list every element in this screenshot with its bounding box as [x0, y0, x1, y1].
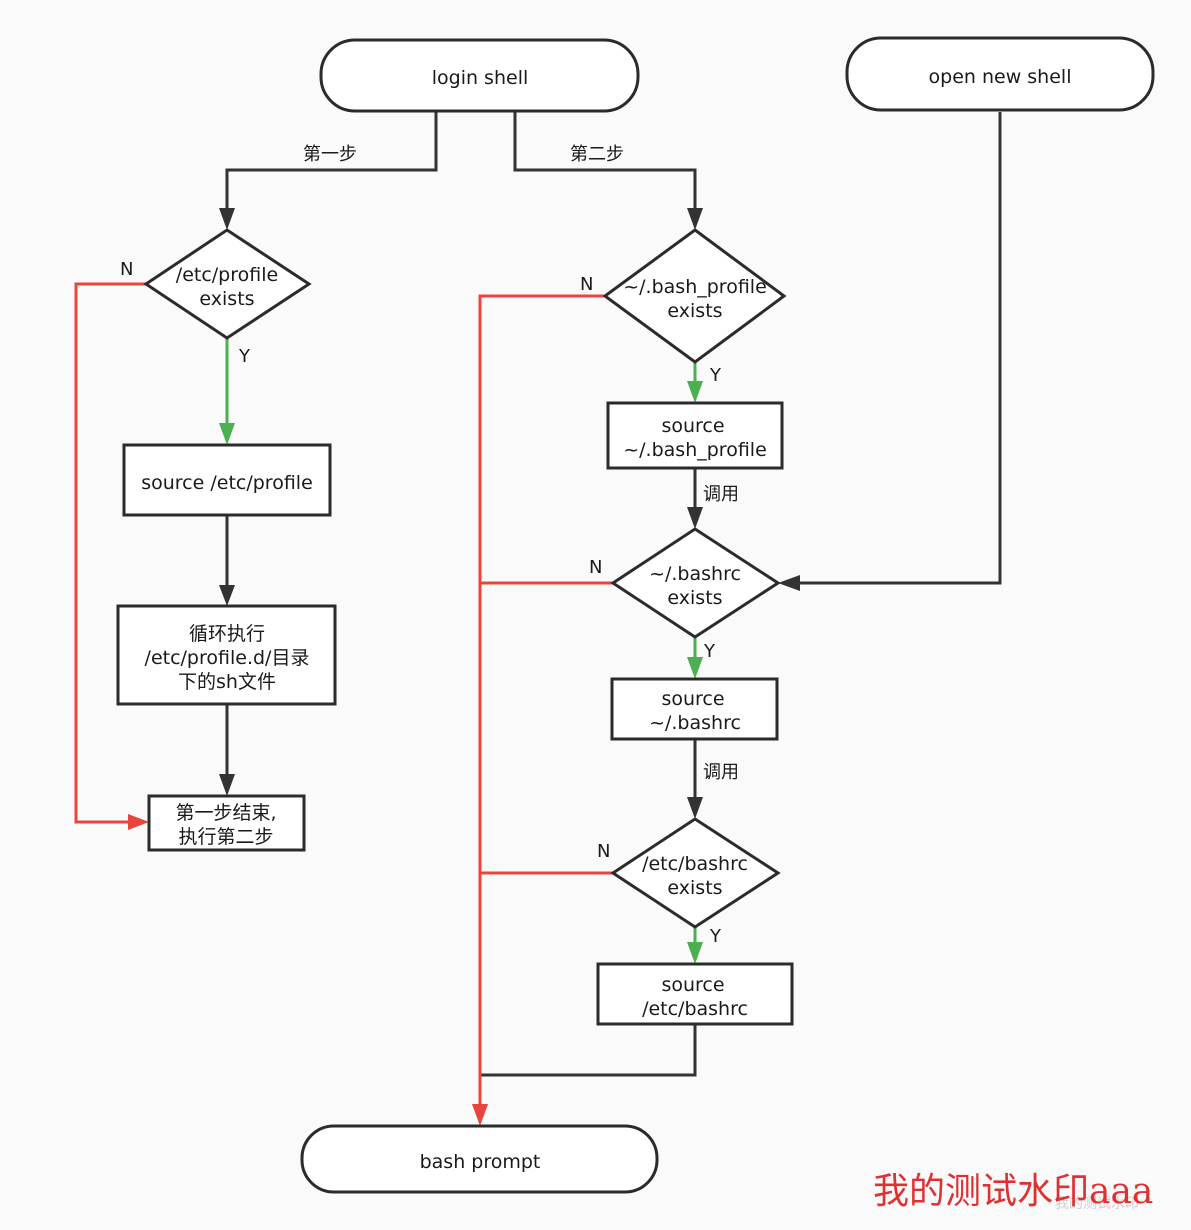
edge-etc-profile-no: [74, 282, 146, 824]
source-bashrc-line2: ~/.bashrc: [649, 712, 741, 734]
etc-bashrc-exists-line2: exists: [667, 877, 722, 899]
source-etc-bashrc-box: [596, 962, 794, 1026]
arrowhead: [687, 381, 703, 403]
bashrc-decision: [610, 527, 781, 639]
edge-etc-bashrc-to-prompt: [480, 1024, 697, 1077]
arrowhead: [219, 774, 235, 796]
edge-label-yes: Y: [238, 346, 251, 367]
edge-label-yes: Y: [709, 365, 722, 386]
source-etc-bashrc-line2: /etc/bashrc: [642, 998, 748, 1020]
bashrc-exists-line2: exists: [667, 587, 722, 609]
edge-label-calls: 调用: [703, 762, 739, 783]
step1-end-line2: 执行第二步: [178, 826, 273, 848]
arrowhead: [687, 507, 703, 529]
arrowhead: [687, 942, 703, 964]
edge-label-step-one: 第一步: [303, 144, 357, 165]
watermark-faint: 我的测试水印: [1055, 1195, 1139, 1211]
edge-label-yes: Y: [703, 641, 716, 662]
etc-bashrc-exists-line1: /etc/bashrc: [642, 853, 748, 875]
loop-profile-d-line3: 下的sh文件: [178, 671, 276, 693]
arrowhead: [219, 585, 235, 606]
etc-profile-exists-line1: /etc/profile: [176, 264, 278, 286]
source-etc-profile-box: [122, 443, 332, 517]
loop-profile-d-line1: 循环执行: [189, 623, 265, 645]
edge-new-shell-to-bashrc: [796, 112, 1002, 585]
edge-no-trunk: [478, 294, 605, 1107]
etc-bashrc-decision: [610, 817, 781, 929]
bash-profile-decision: [602, 228, 787, 364]
edge-label-no: N: [120, 259, 133, 280]
source-bash-profile-line2: ~/.bash_profile: [623, 439, 767, 461]
arrowhead: [219, 208, 235, 230]
arrowhead: [128, 814, 149, 830]
login-shell-label: login shell: [432, 67, 529, 89]
bashrc-exists-line1: ~/.bashrc: [649, 563, 741, 585]
edge-label-yes: Y: [709, 926, 722, 947]
watermark: 我的测试水印aaa: [873, 1171, 1153, 1212]
edge-label-no: N: [589, 557, 602, 578]
edge-login-to-etc-profile: [225, 112, 438, 212]
edge-label-calls: 调用: [703, 484, 739, 505]
login-shell-terminator: [319, 38, 640, 113]
arrowhead: [472, 1104, 488, 1126]
source-etc-bashrc-line1: source: [661, 974, 724, 996]
etc-profile-decision: [143, 228, 312, 340]
edge-label-step-two: 第二步: [570, 144, 624, 165]
arrowhead: [219, 423, 235, 445]
open-new-shell-label: open new shell: [929, 66, 1072, 88]
edge-label-no: N: [580, 274, 593, 295]
source-bashrc-box: [610, 677, 779, 741]
arrowhead: [687, 208, 703, 230]
source-bash-profile-box: [606, 401, 784, 470]
loop-profile-d-line2: /etc/profile.d/目录: [145, 647, 310, 669]
open-new-shell-terminator: [845, 36, 1155, 112]
etc-profile-exists-line2: exists: [199, 288, 254, 310]
arrowhead: [687, 657, 703, 679]
source-etc-profile-label: source /etc/profile: [141, 472, 313, 494]
bash-profile-exists-line1: ~/.bash_profile: [623, 276, 767, 298]
edge-login-to-bash-profile: [513, 112, 697, 212]
bash-prompt-label: bash prompt: [420, 1151, 541, 1173]
bash-profile-exists-line2: exists: [667, 300, 722, 322]
arrowhead: [778, 575, 800, 591]
bash-prompt-terminator: [300, 1124, 659, 1194]
source-bash-profile-line1: source: [661, 415, 724, 437]
arrowhead: [687, 797, 703, 819]
step1-end-line1: 第一步结束,: [175, 802, 276, 824]
loop-profile-d-box: [116, 604, 337, 706]
edge-label-no: N: [597, 841, 610, 862]
source-bashrc-line1: source: [661, 688, 724, 710]
step1-end-box: [147, 794, 306, 852]
